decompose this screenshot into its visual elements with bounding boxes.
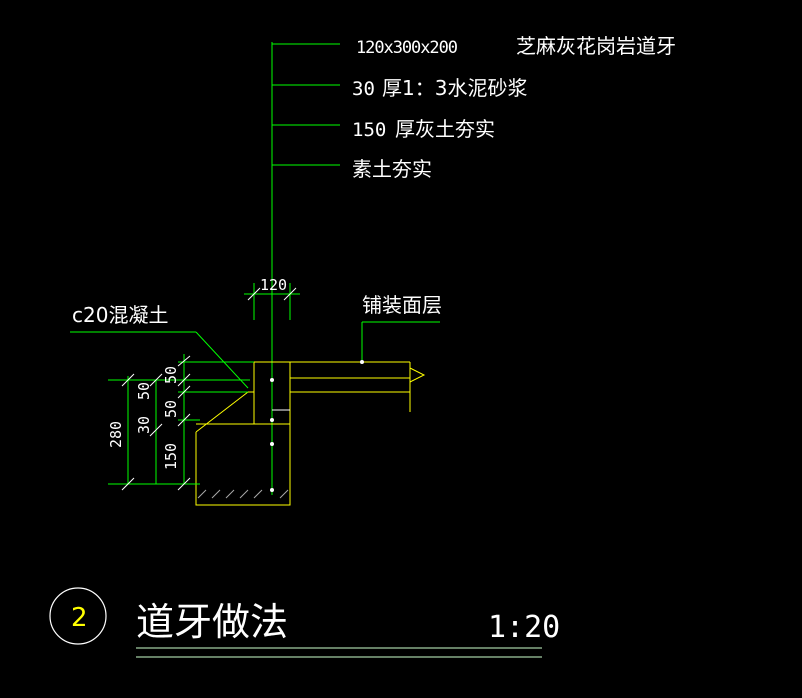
callout-size-1: 30 xyxy=(352,78,375,100)
left-dimensions xyxy=(108,354,254,491)
title-number-circle xyxy=(49,587,107,645)
width-dimension xyxy=(244,283,300,320)
concrete-leader xyxy=(70,331,249,389)
dim-total-280: 280 xyxy=(107,421,125,448)
title-scale: 1:20 xyxy=(488,610,560,645)
ground-hatch xyxy=(197,489,289,499)
concrete-label: c20混凝土 xyxy=(72,303,168,327)
callout-desc-3: 素土夯实 xyxy=(352,157,432,181)
paving-leader xyxy=(361,321,440,362)
callout-desc-1: 厚1：3水泥砂浆 xyxy=(382,76,527,100)
layer-callout xyxy=(271,42,340,495)
paving-label: 铺装面层 xyxy=(362,293,442,317)
section-markers xyxy=(270,360,364,492)
layer-callout-text: 120x300x200 芝麻灰花岗岩道牙 30 厚1：3水泥砂浆 150 厚灰土… xyxy=(352,34,676,181)
curb-section xyxy=(195,361,426,506)
callout-desc-0: 芝麻灰花岗岩道牙 xyxy=(516,34,676,58)
title-name: 道牙做法 xyxy=(136,600,288,644)
dim-inner-50: 50 xyxy=(135,382,153,400)
title-number: 2 xyxy=(71,603,88,633)
callout-size-2: 150 xyxy=(352,119,386,141)
width-dim-label: 120 xyxy=(260,276,287,294)
callout-desc-2: 厚灰土夯实 xyxy=(395,117,495,141)
dim-top-50-a: 50 xyxy=(162,366,180,384)
callout-size-0: 120x300x200 xyxy=(356,38,458,58)
title-underline xyxy=(136,647,542,658)
dim-inner-150: 150 xyxy=(162,443,180,470)
dim-top-50-b: 50 xyxy=(162,400,180,418)
dim-inner-30: 30 xyxy=(135,416,153,434)
